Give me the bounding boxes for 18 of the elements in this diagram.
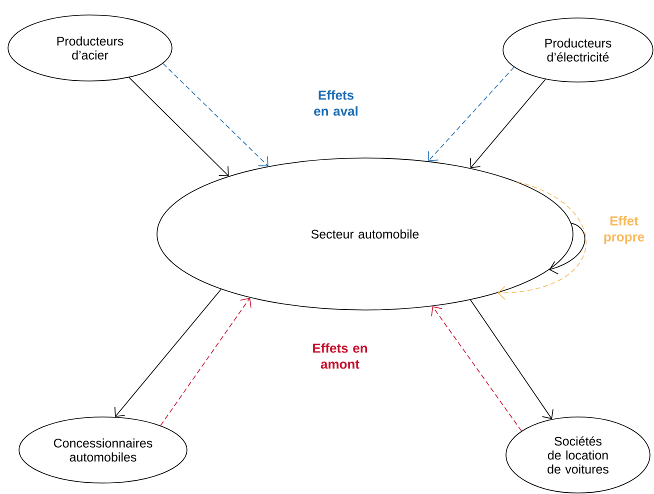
effect-label: Effets en amont xyxy=(313,343,367,369)
arrow xyxy=(128,77,229,176)
arrow xyxy=(470,299,554,420)
ellipse-node: Producteurs d’électricité xyxy=(502,18,654,82)
ellipse-node: Secteur automobile xyxy=(156,158,574,310)
ellipse-node: Concessionnaires automobiles xyxy=(18,416,188,484)
effect-label: Effets en aval xyxy=(314,90,358,116)
arrow xyxy=(470,78,546,168)
arrow xyxy=(114,288,222,417)
loop-arrow xyxy=(549,222,586,274)
ellipse-node: Producteurs d’acier xyxy=(8,14,172,82)
ellipse-node: Sociétés de location de voitures xyxy=(506,416,650,494)
arrow xyxy=(428,66,514,162)
effect-label: Effet propre xyxy=(604,216,644,244)
loop-arrow xyxy=(497,181,586,300)
arrow xyxy=(162,63,268,166)
arrow xyxy=(160,298,252,426)
arrow xyxy=(431,306,522,432)
